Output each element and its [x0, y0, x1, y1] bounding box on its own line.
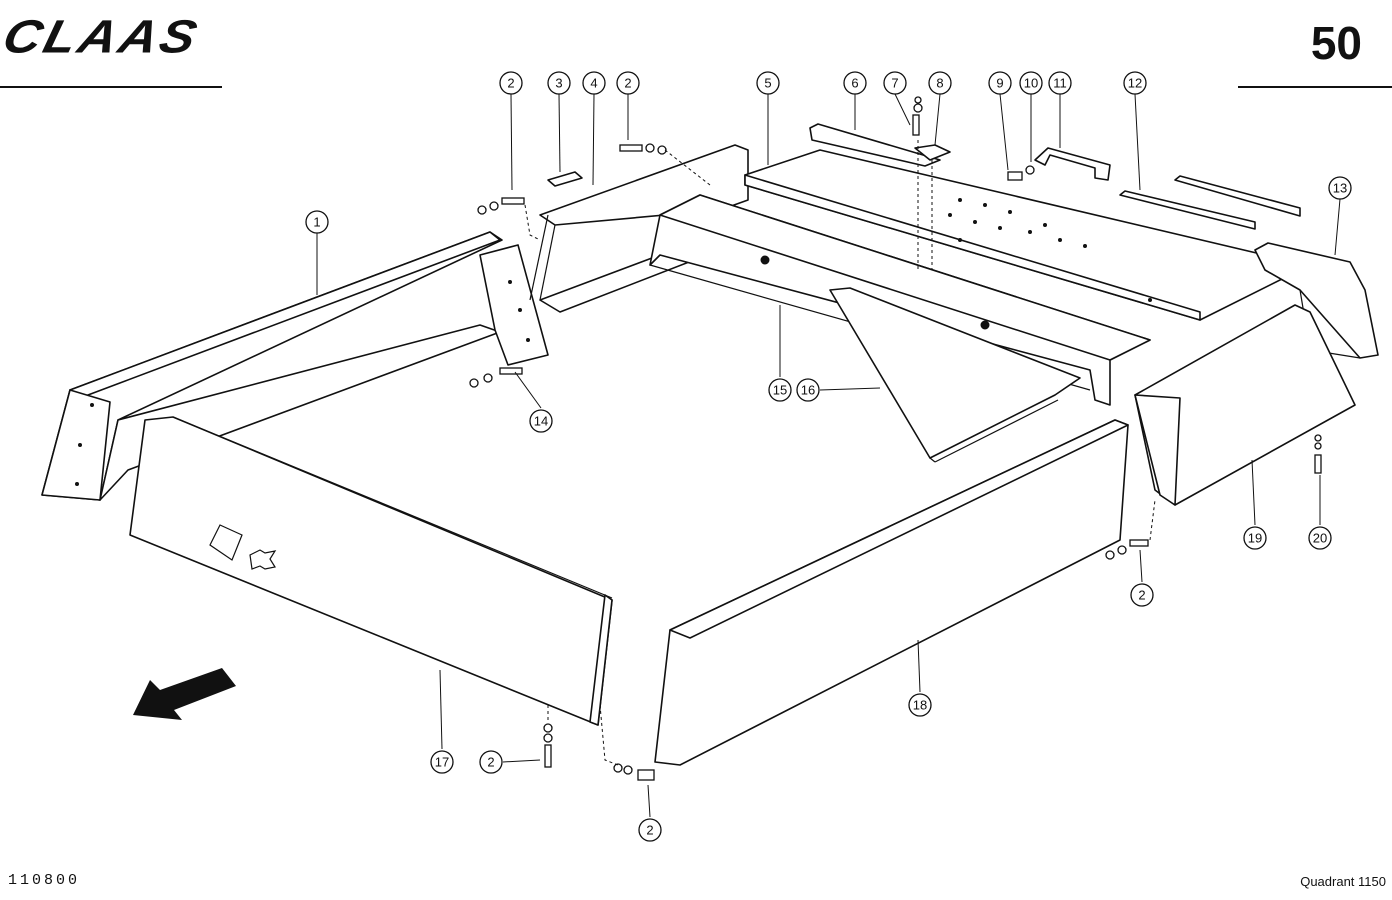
svg-text:8: 8	[936, 76, 943, 91]
callout-2-e: 2	[638, 818, 662, 842]
callout-17: 17	[430, 750, 454, 774]
callout-7: 7	[883, 71, 907, 95]
callout-5: 5	[756, 71, 780, 95]
part-5-floor-plate	[744, 149, 1291, 321]
part-12-strips	[1119, 175, 1301, 230]
callout-4: 4	[582, 71, 606, 95]
svg-text:2: 2	[646, 823, 653, 838]
svg-text:3: 3	[555, 76, 562, 91]
svg-text:14: 14	[534, 414, 548, 429]
callout-6: 6	[843, 71, 867, 95]
svg-text:16: 16	[801, 383, 815, 398]
svg-text:4: 4	[590, 76, 597, 91]
drawing-code: 110800	[8, 872, 81, 889]
callout-2-b: 2	[616, 71, 640, 95]
svg-text:10: 10	[1024, 76, 1038, 91]
svg-text:2: 2	[507, 76, 514, 91]
part-19-right-panel	[1134, 304, 1356, 506]
header-rule-right	[1238, 86, 1392, 88]
part-1-side-rail	[41, 231, 549, 501]
assembly-lines	[524, 140, 1156, 766]
svg-text:12: 12	[1128, 76, 1142, 91]
callout-3: 3	[547, 71, 571, 95]
svg-text:9: 9	[996, 76, 1003, 91]
callout-2-c: 2	[1130, 583, 1154, 607]
svg-text:7: 7	[891, 76, 898, 91]
part-8-bracket-plate	[914, 144, 951, 161]
callout-20: 20	[1308, 526, 1332, 550]
callout-11: 11	[1048, 71, 1072, 95]
direction-arrow-icon	[133, 668, 236, 720]
leader-lines	[316, 93, 1341, 818]
fastener-hardware	[469, 96, 1322, 781]
part-11-handle	[1034, 147, 1111, 181]
callout-15: 15	[768, 378, 792, 402]
part-3-small-bracket	[547, 171, 583, 187]
part-17-front-panel	[129, 416, 613, 726]
svg-text:13: 13	[1333, 181, 1347, 196]
callout-9: 9	[988, 71, 1012, 95]
callout-1: 1	[305, 210, 329, 234]
svg-text:2: 2	[487, 755, 494, 770]
page-number: 50	[1310, 17, 1362, 69]
header-rule-left	[0, 86, 222, 88]
svg-text:5: 5	[764, 76, 771, 91]
svg-text:2: 2	[1138, 588, 1145, 603]
model-name: Quadrant 1150	[1300, 874, 1386, 889]
svg-text:17: 17	[435, 755, 449, 770]
part-16-gusset	[829, 287, 1081, 463]
callout-13: 13	[1328, 176, 1352, 200]
svg-text:18: 18	[913, 698, 927, 713]
svg-text:20: 20	[1313, 531, 1327, 546]
callout-12: 12	[1123, 71, 1147, 95]
part-18-rear-panel	[654, 419, 1129, 766]
callout-8: 8	[928, 71, 952, 95]
callout-19: 19	[1243, 526, 1267, 550]
svg-text:1: 1	[313, 215, 320, 230]
svg-text:19: 19	[1248, 531, 1262, 546]
svg-text:2: 2	[624, 76, 631, 91]
callout-2-d: 2	[479, 750, 503, 774]
callout-10: 10	[1019, 71, 1043, 95]
svg-text:15: 15	[773, 383, 787, 398]
callout-2-a: 2	[499, 71, 523, 95]
callout-14: 14	[529, 409, 553, 433]
callout-18: 18	[908, 693, 932, 717]
callout-16: 16	[796, 378, 820, 402]
svg-text:11: 11	[1053, 76, 1067, 91]
svg-text:6: 6	[851, 76, 858, 91]
